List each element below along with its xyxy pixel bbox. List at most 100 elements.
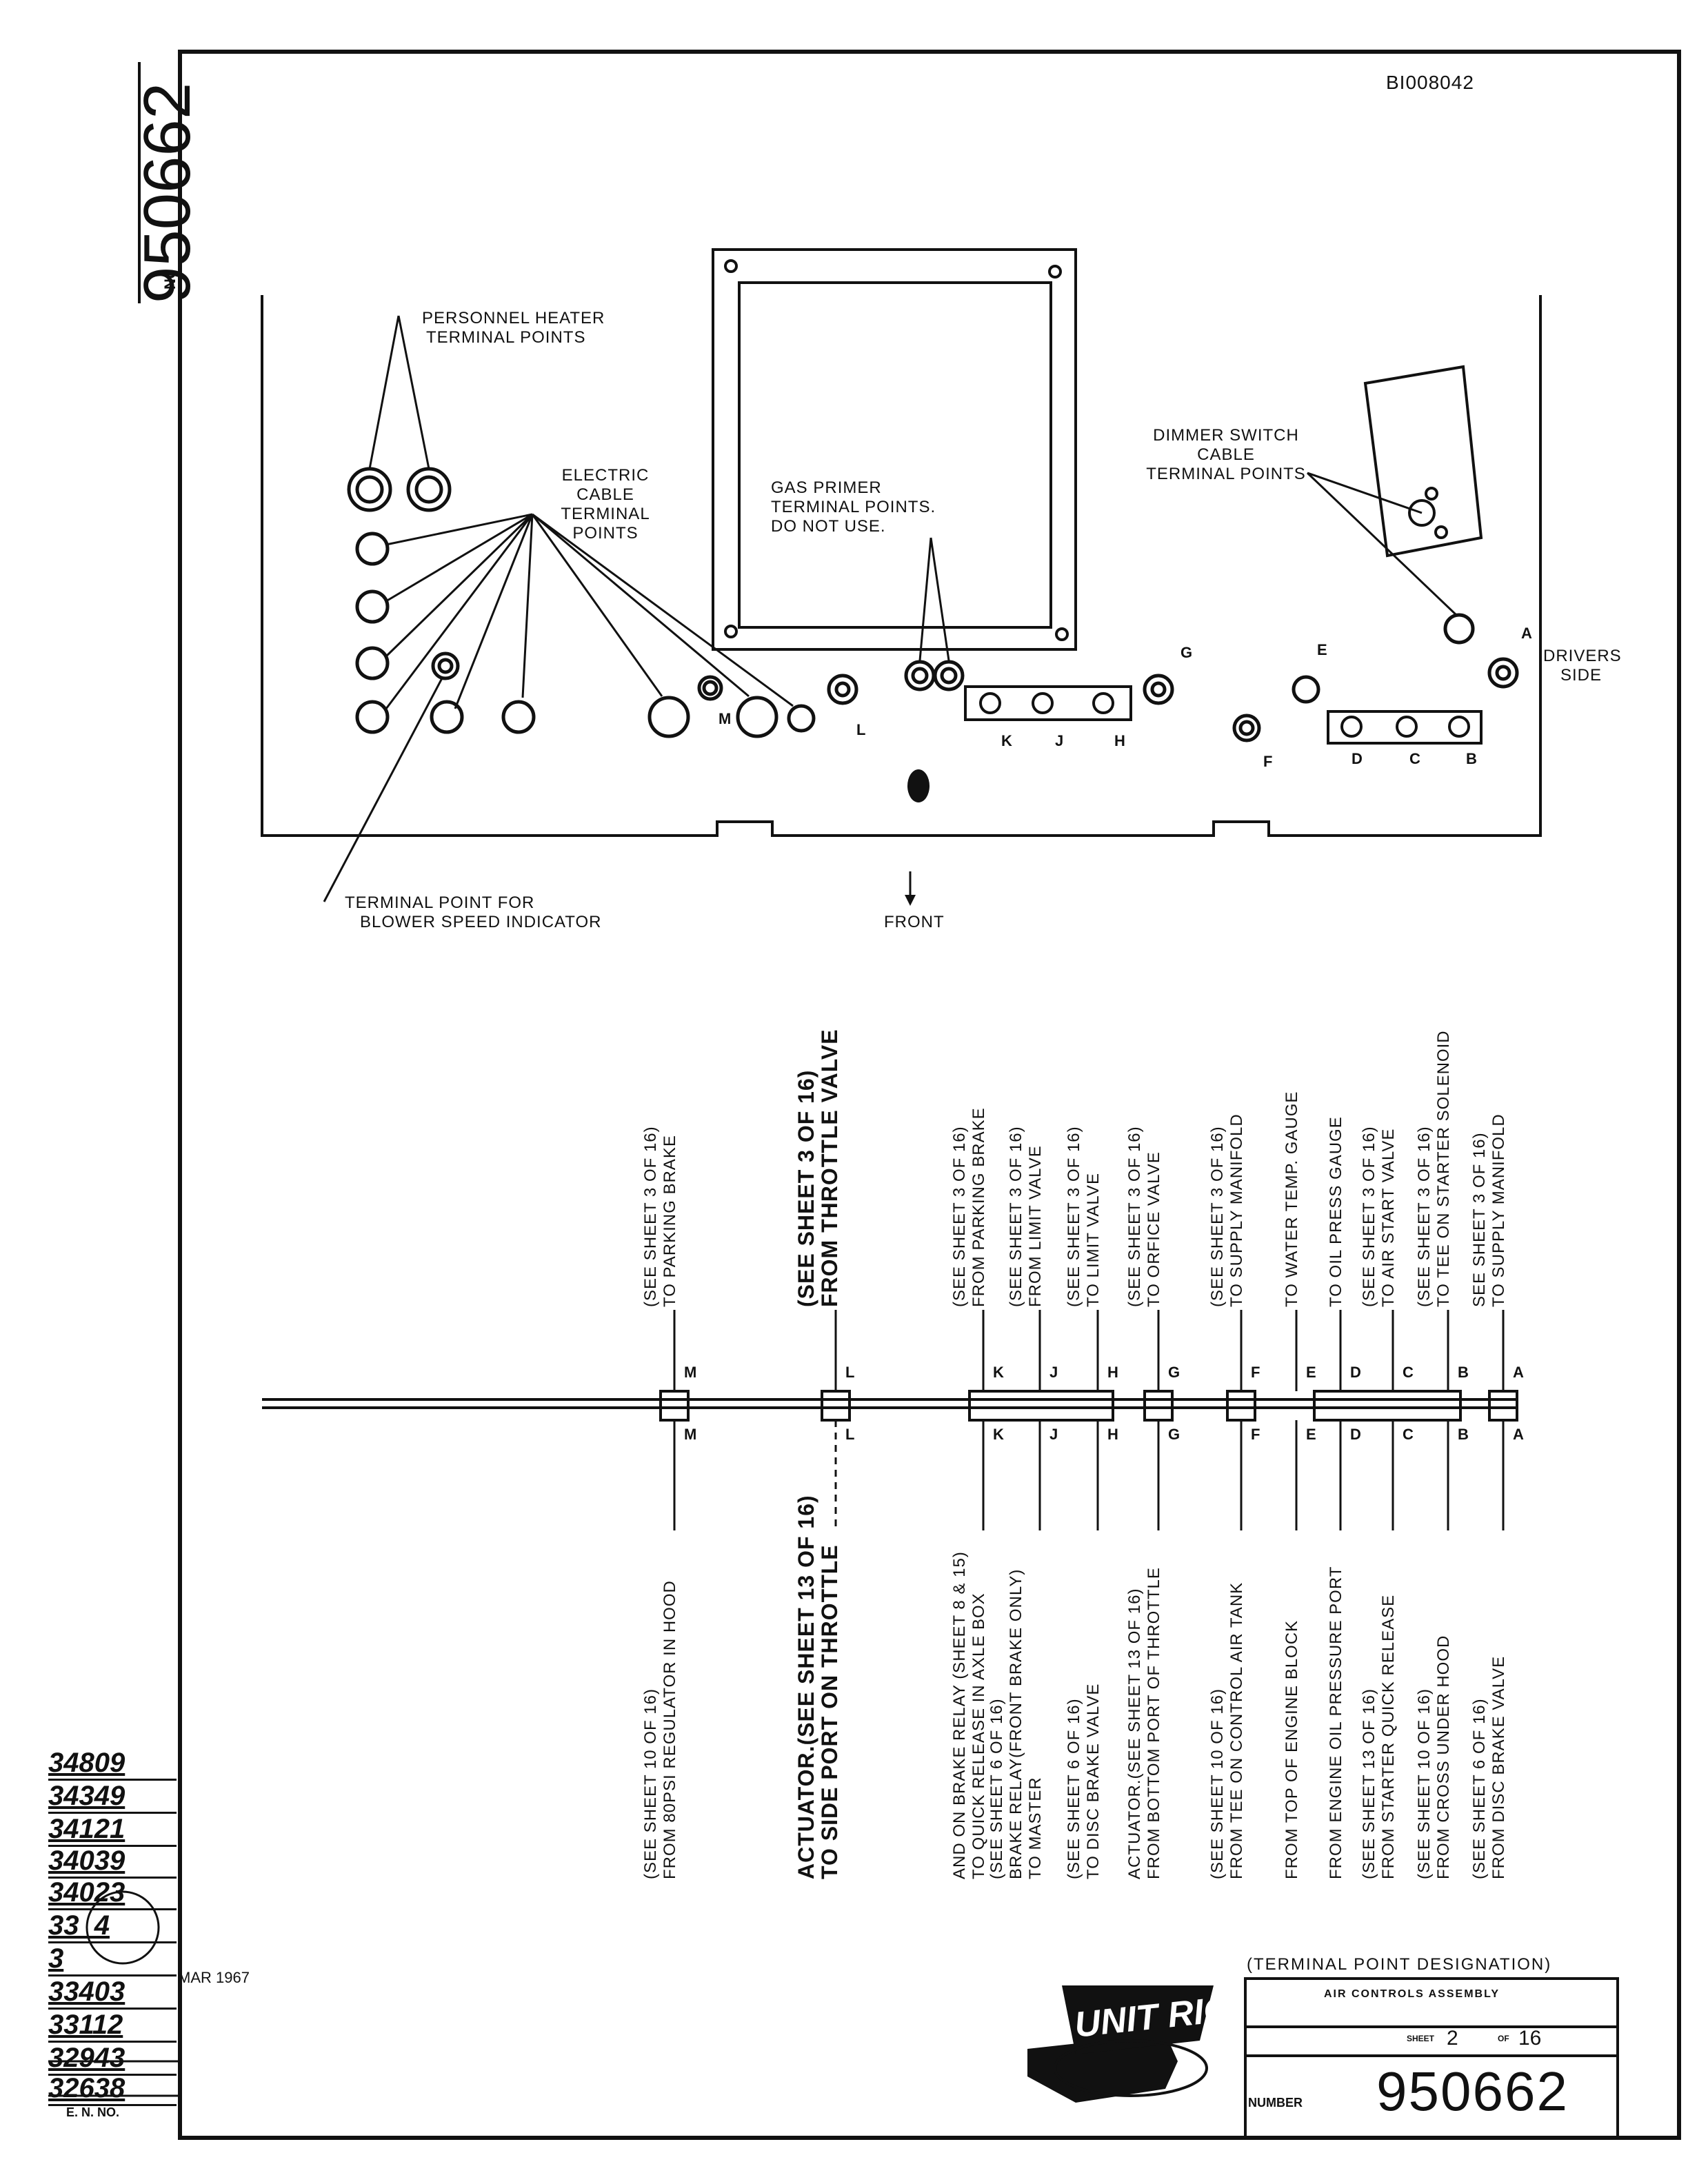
terminal-letter-A: A <box>1521 625 1532 642</box>
terminal-letter-H: H <box>1114 732 1125 749</box>
callout-line: PERSONNEL HEATER <box>422 309 605 327</box>
routing-label-bottom-K: AND ON BRAKE RELAY (SHEET 8 & 15)TO QUIC… <box>950 1551 989 1879</box>
callout-line: TERMINAL POINTS <box>426 328 586 347</box>
sheet-label: SHEET <box>1407 2034 1435 2043</box>
revision-number: 34039 <box>48 1845 177 1879</box>
routing-label-line: TO SUPPLY MANIFOLD <box>1489 1113 1508 1307</box>
manifold-letter-bottom-G: G <box>1168 1426 1180 1443</box>
document-number-rule <box>138 62 141 303</box>
routing-label-line: TO MASTER <box>1026 1777 1045 1879</box>
routing-label-line: (SEE SHEET 6 OF 16) <box>1470 1698 1489 1879</box>
routing-label-line: FROM ENGINE OIL PRESSURE PORT <box>1327 1566 1345 1879</box>
revision-number: 34349 <box>48 1780 177 1814</box>
terminal-letter-E: E <box>1317 641 1327 658</box>
routing-label-top-E: TO WATER TEMP. GAUGE <box>1283 1091 1302 1307</box>
terminal-strip-DCB <box>1327 710 1483 745</box>
title-block-lines <box>1244 1977 1619 2140</box>
routing-label-bottom-F: (SEE SHEET 10 OF 16)FROM TEE ON CONTROL … <box>1208 1582 1247 1879</box>
routing-label-line: TO TEE ON STARTER SOLENOID <box>1434 1030 1453 1307</box>
callout-line: CABLE <box>576 485 634 504</box>
heater-terminal-right <box>406 467 452 512</box>
terminal-A <box>1487 657 1519 689</box>
routing-label-line: (SEE SHEET 3 OF 16) <box>950 1126 969 1307</box>
front-arrow <box>905 895 916 906</box>
gas-primer-callout: GAS PRIMER TERMINAL POINTS. DO NOT USE. <box>771 478 936 536</box>
routing-label-line: (SEE SHEET 3 OF 16) <box>1125 1126 1144 1307</box>
routing-label-line: TO QUICK RELEASE IN AXLE BOX <box>969 1593 988 1879</box>
routing-label-bottom-C: (SEE SHEET 13 OF 16)FROM STARTER QUICK R… <box>1360 1595 1398 1879</box>
terminal-letter-C: C <box>1409 750 1420 767</box>
terminal-F <box>1232 714 1261 742</box>
routing-label-bottom-D: FROM ENGINE OIL PRESSURE PORT <box>1327 1566 1346 1879</box>
manifold-letter-top-E: E <box>1306 1364 1316 1381</box>
callout-line: CABLE <box>1197 445 1255 464</box>
manifold-letter-bottom-H: H <box>1107 1426 1118 1443</box>
routing-label-line: TO WATER TEMP. GAUGE <box>1283 1091 1301 1307</box>
callout-line: POINTS <box>572 524 639 543</box>
routing-label-line: (SEE SHEET 3 OF 16) <box>1208 1126 1227 1307</box>
routing-label-line: TO AIR START VALVE <box>1379 1128 1398 1307</box>
callout-line: DRIVERS <box>1543 647 1622 665</box>
routing-label-top-K: (SEE SHEET 3 OF 16)FROM PARKING BRAKE <box>950 1107 989 1307</box>
callout-line: DO NOT USE. <box>771 517 886 536</box>
manifold-letter-bottom-A: A <box>1513 1426 1524 1443</box>
terminal-G <box>1143 674 1174 705</box>
revision-column-divider <box>178 50 182 2140</box>
routing-label-top-B: (SEE SHEET 3 OF 16)TO TEE ON STARTER SOL… <box>1415 1030 1454 1307</box>
leader-lines <box>323 315 1458 902</box>
assembly-title: AIR CONTROLS ASSEMBLY <box>1324 1988 1500 2000</box>
heater-terminal-left <box>347 467 392 512</box>
terminal-L <box>827 674 858 705</box>
revision-number: 3 <box>48 1943 177 1976</box>
routing-label-line: FROM THROTTLE VALVE <box>817 1029 842 1307</box>
routing-label-bottom-E: FROM TOP OF ENGINE BLOCK <box>1283 1620 1302 1879</box>
sheet-total: 16 <box>1518 2027 1542 2050</box>
callout-line: TERMINAL POINTS <box>1146 465 1306 483</box>
terminal-letter-B: B <box>1466 750 1477 767</box>
routing-label-line: FROM BOTTOM PORT OF THROTTLE <box>1145 1567 1163 1879</box>
dimmer-switch-callout: DIMMER SWITCH CABLE TERMINAL POINTS <box>1131 426 1321 484</box>
manifold-letter-bottom-J: J <box>1049 1426 1058 1443</box>
routing-label-top-C: (SEE SHEET 3 OF 16)TO AIR START VALVE <box>1360 1126 1398 1307</box>
routing-label-bottom-H: (SEE SHEET 6 OF 16)TO DISC BRAKE VALVE <box>1065 1684 1103 1879</box>
routing-label-bottom-A: (SEE SHEET 6 OF 16)FROM DISC BRAKE VALVE <box>1470 1656 1509 1879</box>
routing-label-line: ACTUATOR.(SEE SHEET 13 OF 16) <box>1125 1588 1144 1879</box>
blot-mark <box>907 769 930 802</box>
routing-label-line: (SEE SHEET 3 OF 16) <box>1065 1126 1083 1307</box>
manifold-letter-bottom-B: B <box>1458 1426 1469 1443</box>
routing-label-line: FROM CROSS UNDER HOOD <box>1434 1635 1453 1879</box>
routing-label-line: (SEE SHEET 3 OF 16) <box>1415 1126 1434 1307</box>
routing-label-line: TO ORFICE VALVE <box>1145 1151 1163 1307</box>
routing-label-line: FROM 80PSI REGULATOR IN HOOD <box>661 1580 679 1879</box>
manifold-letter-top-H: H <box>1107 1364 1118 1381</box>
manifold-letter-bottom-D: D <box>1350 1426 1361 1443</box>
revision-number: 33112 <box>48 2009 177 2043</box>
routing-label-line: (SEE SHEET 3 OF 16) <box>641 1126 660 1307</box>
callout-line: SIDE <box>1560 666 1602 685</box>
routing-label-line: ACTUATOR.(SEE SHEET 13 OF 16) <box>794 1495 818 1879</box>
routing-label-line: (SEE SHEET 6 OF 16) <box>1065 1698 1083 1879</box>
routing-label-top-H: (SEE SHEET 3 OF 16)TO LIMIT VALVE <box>1065 1126 1103 1307</box>
routing-label-line: TO SUPPLY MANIFOLD <box>1227 1113 1246 1307</box>
revision-number: 33_4 <box>48 1910 177 1943</box>
routing-label-bottom-L: ACTUATOR.(SEE SHEET 13 OF 16)TO SIDE POR… <box>794 1495 842 1879</box>
routing-label-top-A: SEE SHEET 3 OF 16)TO SUPPLY MANIFOLD <box>1470 1113 1509 1307</box>
terminal-letter-M: M <box>719 710 732 727</box>
manifold-letter-bottom-E: E <box>1306 1426 1316 1443</box>
routing-lines <box>673 1310 1505 1530</box>
routing-label-line: (SEE SHEET 10 OF 16) <box>641 1688 660 1879</box>
routing-label-line: TO PARKING BRAKE <box>661 1135 679 1307</box>
sheet-number: 2 <box>1447 2027 1458 2050</box>
routing-label-line: FROM PARKING BRAKE <box>969 1107 988 1307</box>
callout-line: TERMINAL POINT FOR <box>345 893 535 912</box>
routing-label-line: FROM DISC BRAKE VALVE <box>1489 1655 1508 1879</box>
manifold-letter-top-B: B <box>1458 1364 1469 1381</box>
routing-label-top-G: (SEE SHEET 3 OF 16)TO ORFICE VALVE <box>1125 1126 1164 1307</box>
terminal-letter-L: L <box>856 721 866 738</box>
routing-label-line: TO OIL PRESS GAUGE <box>1327 1116 1345 1307</box>
manifold-letter-bottom-F: F <box>1251 1426 1260 1443</box>
electric-cable-callout: ELECTRIC CABLE TERMINAL POINTS <box>543 466 667 543</box>
en-no-label: E. N. NO. <box>66 2105 120 2119</box>
number-field-label: NUMBER <box>1248 2096 1303 2110</box>
routing-label-top-L: (SEE SHEET 3 OF 16)FROM THROTTLE VALVE <box>794 1029 842 1307</box>
